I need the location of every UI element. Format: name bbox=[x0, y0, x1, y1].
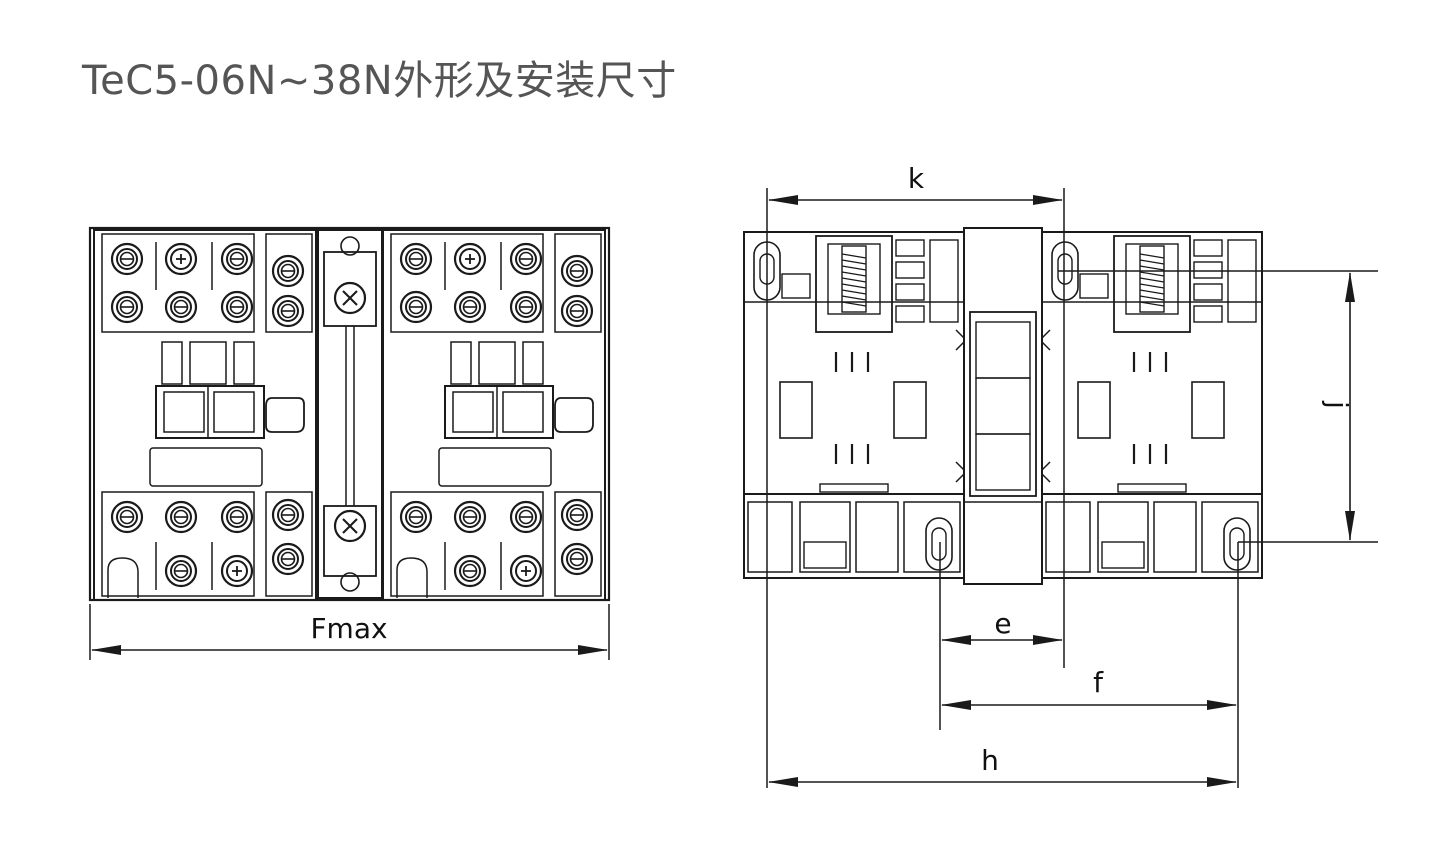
rear-half-right bbox=[1040, 230, 1264, 580]
dimension-label-k: k bbox=[908, 162, 925, 195]
interlock-top-block bbox=[323, 251, 377, 327]
interlock-pivot bbox=[340, 572, 360, 592]
dimension-fmax: Fmax bbox=[89, 604, 610, 660]
interlock-bottom-block bbox=[323, 505, 377, 577]
rear-interlock bbox=[963, 227, 1043, 585]
dimension-e: e bbox=[939, 542, 1063, 730]
dimension-j: j bbox=[1058, 270, 1378, 543]
interlock-pivot bbox=[340, 236, 360, 256]
interlock-screw-bottom bbox=[333, 509, 367, 543]
interlock-screw-top bbox=[333, 281, 367, 315]
dimension-label-h: h bbox=[981, 744, 999, 777]
dimension-f: f bbox=[941, 542, 1239, 788]
interlock-module bbox=[317, 229, 383, 599]
dimension-label-fmax: Fmax bbox=[310, 612, 387, 645]
contactor-left bbox=[94, 230, 316, 600]
rear-half-left bbox=[742, 230, 966, 580]
page-title: TeC5-06N~38N外形及安装尺寸 bbox=[82, 58, 677, 104]
rear-view bbox=[742, 227, 1264, 585]
contactor-right bbox=[383, 230, 605, 600]
dimension-label-f: f bbox=[1093, 666, 1104, 699]
dimension-h: h bbox=[768, 744, 1237, 787]
front-view-outline bbox=[88, 226, 611, 602]
dimension-k: k bbox=[766, 162, 1065, 788]
dimension-label-j: j bbox=[1321, 400, 1354, 409]
front-view bbox=[88, 226, 611, 602]
dimension-label-e: e bbox=[994, 607, 1011, 640]
